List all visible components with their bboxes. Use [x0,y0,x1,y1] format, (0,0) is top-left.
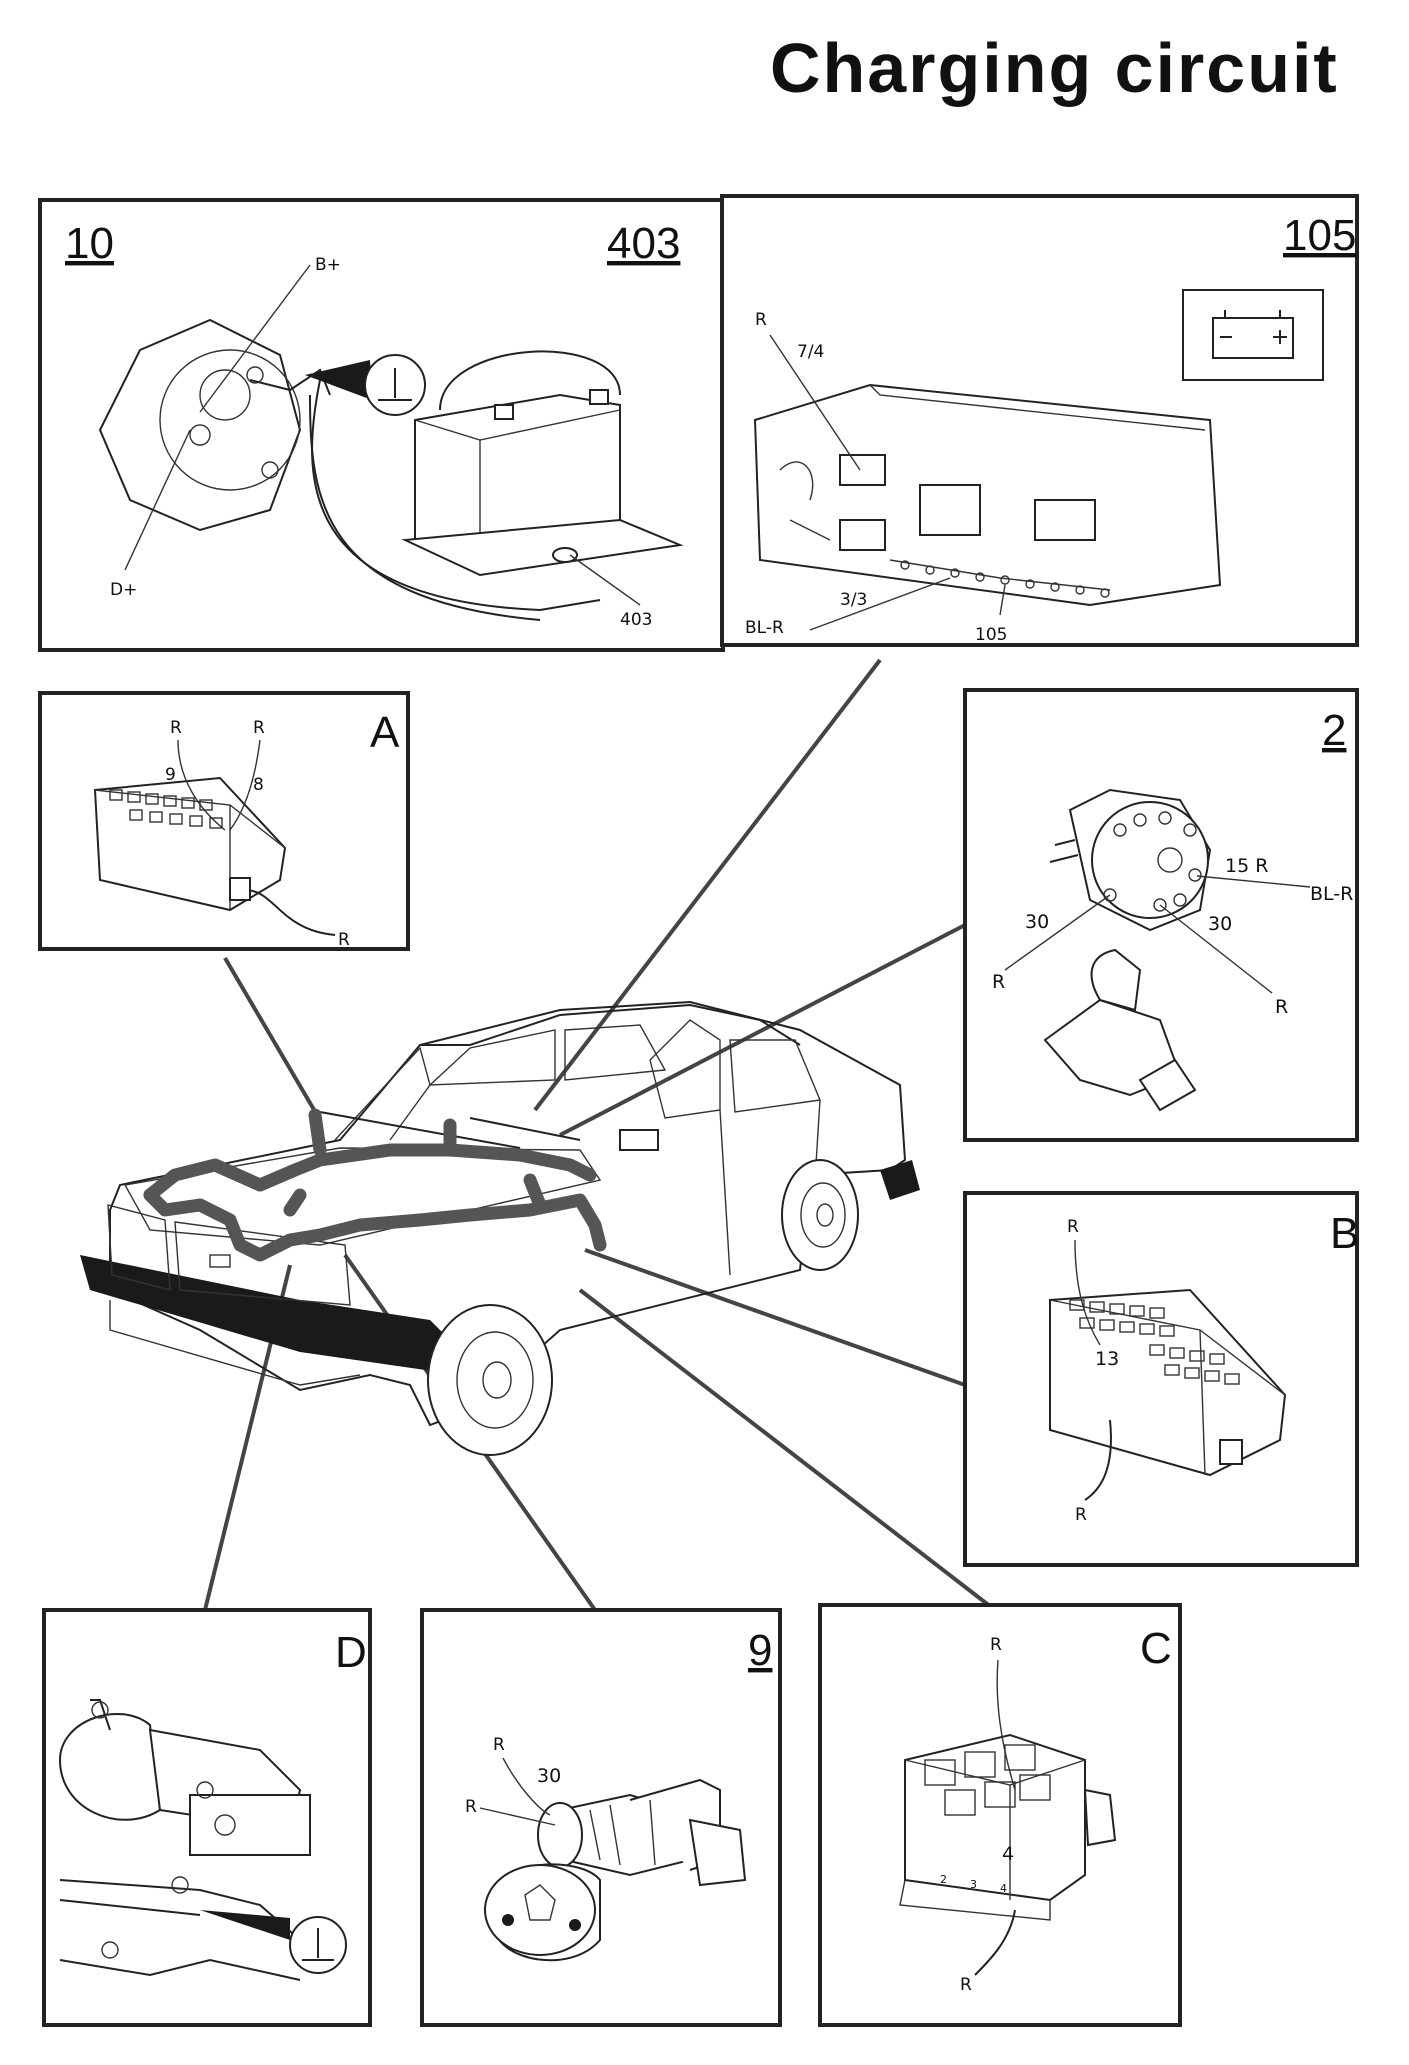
label-8: 8 [253,775,264,795]
label-4: 4 [1002,1843,1014,1865]
label-7-4: 7/4 [797,342,824,362]
panel-id-9: 9 [748,1626,772,1675]
page-title: Charging circuit [770,29,1339,107]
label-pin-3: 3 [970,1878,977,1891]
label-r: R [755,310,767,330]
label-ref-105: 105 [975,625,1007,645]
label-30-b: 30 [1208,913,1232,935]
instrument-cluster-icon [753,383,1222,607]
panel-id-c: C [1140,1624,1172,1673]
panel-10-403: 10 403 [38,198,725,652]
label-r-2: R [1275,996,1288,1018]
label-3-3: 3/3 [840,590,867,610]
ground-symbol-icon [305,354,426,416]
label-r-3: R [338,930,350,950]
label-r-1: R [1067,1217,1079,1237]
ground-symbol-icon [200,1910,347,1974]
label-d-plus: D+ [110,580,137,600]
panel-id-d: D [335,1628,367,1677]
panel-id-10: 10 [65,219,114,268]
label-r-1: R [992,971,1005,993]
panel-id-a: A [370,708,400,757]
panel-b: B R 13 R [963,1191,1359,1567]
label-bl-r: BL-R [745,618,784,638]
label-r-2: R [960,1975,972,1995]
label-r-2: R [253,718,265,738]
label-r-1: R [170,718,182,738]
label-ground-403: 403 [620,610,652,630]
label-30: 30 [537,1765,561,1787]
label-bl-r: BL-R [1310,883,1353,905]
starter-motor-icon [484,1778,747,1962]
panel-id-b: B [1330,1209,1359,1258]
label-b-plus: B+ [315,255,341,275]
panel-id-2: 2 [1322,706,1346,755]
label-pin-4: 4 [1000,1882,1007,1895]
label-13: 13 [1095,1348,1119,1370]
battery-icon [401,350,684,577]
panel-c: C R 4 2 3 4 R [818,1603,1182,2027]
label-r-2: R [465,1797,477,1817]
label-pin-2: 2 [940,1873,947,1886]
panel-a: A R R 9 8 R [38,691,410,951]
panel-2: 2 15 R BL-R 30 30 R R [963,688,1359,1142]
label-r-1: R [990,1635,1002,1655]
panel-105: 105 R 7/4 [720,194,1359,647]
panel-9: 9 R 30 R [420,1608,782,2027]
label-15-r: 15 R [1225,855,1268,877]
panel-id-403: 403 [607,219,680,268]
label-9: 9 [165,765,176,785]
car-illustration [80,1000,920,1456]
panel-id-105: 105 [1283,211,1356,260]
starter-motor-icon [58,1699,311,1981]
panel-d: D [42,1608,372,2027]
label-r-1: R [493,1735,505,1755]
label-r-2: R [1075,1505,1087,1525]
label-30-a: 30 [1025,911,1049,933]
ignition-switch-icon [1043,788,1212,1112]
battery-symbol-icon [1182,289,1324,381]
